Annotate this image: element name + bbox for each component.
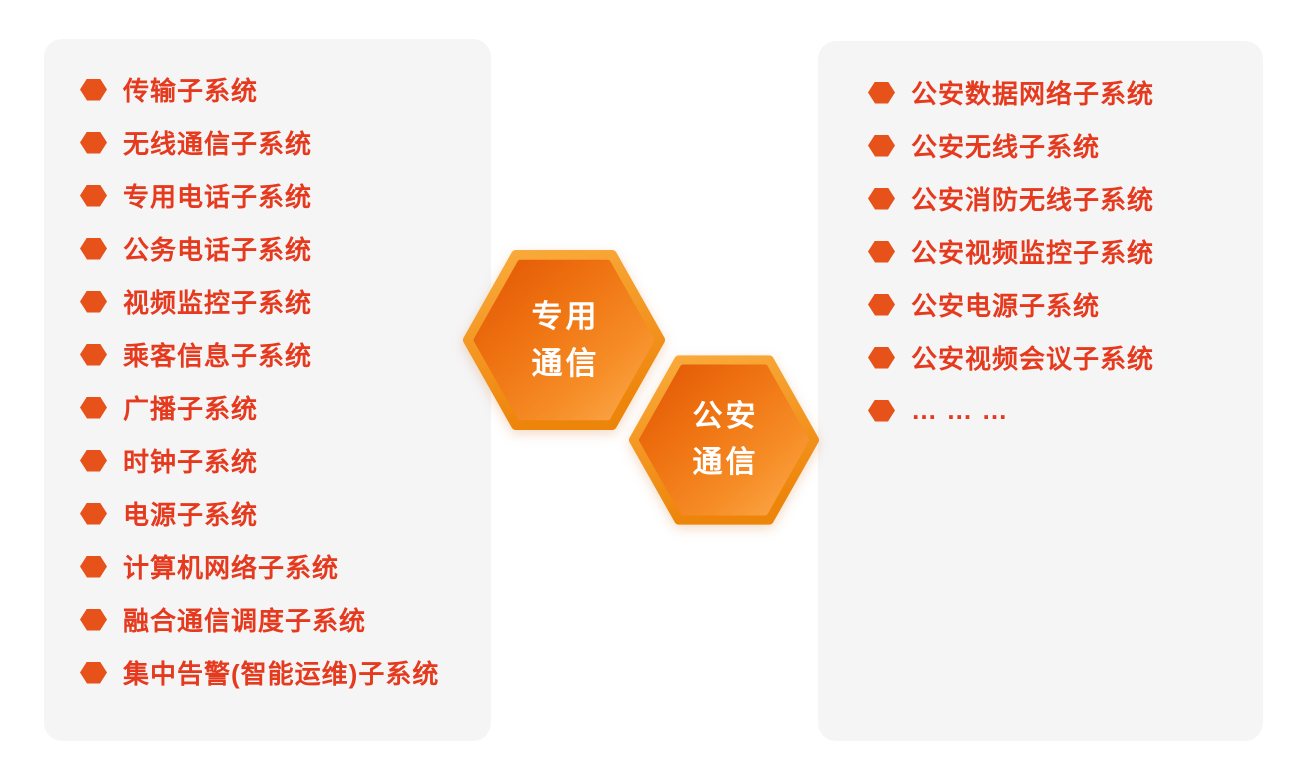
- hexagon-label-line2: 通信: [692, 446, 759, 479]
- list-item-label: 专用电话子系统: [123, 182, 313, 212]
- hexagon-bullet-icon: [80, 237, 107, 260]
- list-item-label: 公安消防无线子系统: [911, 185, 1155, 215]
- hexagon-bullet-icon: [80, 661, 107, 684]
- list-item-label: 乘客信息子系统: [123, 341, 313, 371]
- list-item-label: 公安数据网络子系统: [911, 79, 1155, 109]
- list-item-label: 电源子系统: [123, 500, 259, 530]
- list-item: 视频监控子系统: [80, 275, 491, 328]
- list-item: 公务电话子系统: [80, 222, 491, 275]
- hexagon-bullet-icon: [868, 293, 895, 316]
- hexagon-label-line1: 公安: [692, 400, 759, 433]
- list-item: 无线通信子系统: [80, 116, 491, 169]
- hexagon-bullet-icon: [868, 346, 895, 369]
- dedicated-subsystems-list: 传输子系统 无线通信子系统 专用电话子系统 公务电话子系统 视频监控子系统 乘客…: [44, 39, 491, 699]
- public-security-subsystems-panel: 公安数据网络子系统 公安无线子系统 公安消防无线子系统 公安视频监控子系统 公安…: [818, 41, 1263, 741]
- list-item-label: 视频监控子系统: [123, 288, 313, 318]
- list-item-label: 无线通信子系统: [123, 129, 313, 159]
- hexagon-bullet-icon: [868, 240, 895, 263]
- list-item: 公安无线子系统: [868, 119, 1263, 172]
- list-item: 专用电话子系统: [80, 169, 491, 222]
- hexagon-bullet-icon: [80, 290, 107, 313]
- hexagon-bullet-icon: [80, 343, 107, 366]
- hexagon-bullet-icon: [80, 131, 107, 154]
- list-item-label: 公安视频会议子系统: [911, 344, 1155, 374]
- hexagon-label: 公安 通信: [629, 353, 819, 527]
- hexagon-bullet-icon: [868, 187, 895, 210]
- list-item: 公安数据网络子系统: [868, 66, 1263, 119]
- list-item: 公安视频会议子系统: [868, 331, 1263, 384]
- hexagon-bullet-icon: [868, 399, 895, 422]
- list-item: 时钟子系统: [80, 434, 491, 487]
- list-item-label: … … …: [911, 395, 1009, 425]
- list-item: 乘客信息子系统: [80, 328, 491, 381]
- list-item: 融合通信调度子系统: [80, 593, 491, 646]
- public-security-communication-hexagon: 公安 通信: [629, 353, 819, 527]
- list-item-label: 公安无线子系统: [911, 132, 1101, 162]
- list-item-label: 传输子系统: [123, 76, 259, 106]
- hexagon-bullet-icon: [80, 78, 107, 101]
- list-item-label: 融合通信调度子系统: [123, 606, 367, 636]
- list-item: … … …: [868, 384, 1263, 437]
- list-item-label: 公务电话子系统: [123, 235, 313, 265]
- hexagon-bullet-icon: [80, 396, 107, 419]
- hexagon-bullet-icon: [80, 555, 107, 578]
- list-item: 电源子系统: [80, 487, 491, 540]
- hexagon-bullet-icon: [80, 184, 107, 207]
- list-item: 公安消防无线子系统: [868, 172, 1263, 225]
- list-item: 计算机网络子系统: [80, 540, 491, 593]
- hexagon-label-line1: 专用: [531, 299, 600, 334]
- list-item-label: 计算机网络子系统: [123, 553, 340, 583]
- list-item: 广播子系统: [80, 381, 491, 434]
- dedicated-communication-hexagon: 专用 通信: [463, 250, 665, 430]
- list-item: 公安视频监控子系统: [868, 225, 1263, 278]
- list-item-label: 广播子系统: [123, 394, 259, 424]
- hexagon-bullet-icon: [868, 81, 895, 104]
- list-item: 传输子系统: [80, 63, 491, 116]
- dedicated-subsystems-panel: 传输子系统 无线通信子系统 专用电话子系统 公务电话子系统 视频监控子系统 乘客…: [44, 39, 491, 741]
- hexagon-bullet-icon: [80, 449, 107, 472]
- list-item-label: 时钟子系统: [123, 447, 259, 477]
- hexagon-bullet-icon: [868, 134, 895, 157]
- hexagon-shape-icon: [463, 250, 665, 430]
- hexagon-shape-icon: [629, 355, 819, 525]
- list-item-label: 集中告警(智能运维)子系统: [123, 659, 440, 689]
- public-security-subsystems-list: 公安数据网络子系统 公安无线子系统 公安消防无线子系统 公安视频监控子系统 公安…: [818, 41, 1263, 437]
- list-item: 集中告警(智能运维)子系统: [80, 646, 491, 699]
- hexagon-bullet-icon: [80, 608, 107, 631]
- hexagon-label: 专用 通信: [463, 250, 665, 430]
- list-item-label: 公安电源子系统: [911, 291, 1101, 321]
- list-item: 公安电源子系统: [868, 278, 1263, 331]
- list-item-label: 公安视频监控子系统: [911, 238, 1155, 268]
- hexagon-label-line2: 通信: [531, 346, 600, 381]
- hexagon-bullet-icon: [80, 502, 107, 525]
